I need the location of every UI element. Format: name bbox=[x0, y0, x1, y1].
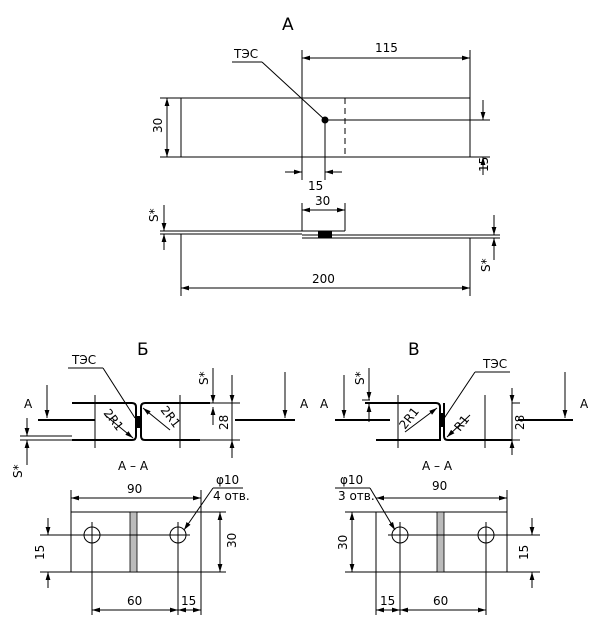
hole-count: 4 отв. bbox=[213, 489, 250, 503]
thickness-left: S* bbox=[147, 208, 161, 222]
dim-60: 60 bbox=[127, 594, 142, 608]
weld-label: ТЭС bbox=[482, 357, 507, 371]
thickness-top: S* bbox=[353, 371, 367, 385]
radius-left: 2R1 bbox=[396, 405, 422, 432]
dim-15-left: 15 bbox=[33, 545, 47, 560]
dim-28: 28 bbox=[513, 415, 527, 430]
view-b-title: Б bbox=[137, 340, 149, 360]
dim-30: 30 bbox=[225, 533, 239, 548]
plan-v: 90 30 15 15 60 φ10 3 отв. bbox=[335, 473, 540, 615]
radius-right: 2R1 bbox=[158, 403, 184, 430]
dim-90: 90 bbox=[432, 479, 447, 493]
view-v-title: В bbox=[408, 340, 420, 360]
section-mark-left: А bbox=[320, 397, 329, 411]
section-mark-left: А bbox=[24, 397, 33, 411]
hole-diameter: φ10 bbox=[216, 473, 239, 487]
dim-15-bottom: 15 bbox=[308, 179, 323, 193]
section-title: А – А bbox=[422, 459, 453, 473]
view-a: А ТЭС 115 30 15 15 bbox=[151, 15, 491, 193]
side-view: 30 200 S* S* bbox=[147, 194, 500, 296]
section-mark-right: А bbox=[580, 397, 589, 411]
dim-200: 200 bbox=[312, 272, 335, 286]
dim-15-right: 15 bbox=[517, 545, 531, 560]
weld-label: ТЭС bbox=[233, 47, 258, 61]
section-title: А – А bbox=[118, 459, 149, 473]
dim-15-right: 15 bbox=[477, 157, 491, 172]
section-mark-right: А bbox=[300, 397, 309, 411]
plan-b: 90 30 15 60 15 φ10 4 отв. bbox=[33, 473, 250, 615]
dim-30: 30 bbox=[151, 118, 165, 133]
dim-15-bottom: 15 bbox=[380, 594, 395, 608]
weld-mark bbox=[318, 231, 332, 238]
dim-30: 30 bbox=[336, 535, 350, 550]
dim-60: 60 bbox=[433, 594, 448, 608]
view-a-title: А bbox=[282, 15, 294, 35]
thickness-top: S* bbox=[197, 371, 211, 385]
dim-115: 115 bbox=[375, 41, 398, 55]
dim-90: 90 bbox=[127, 482, 142, 496]
hole-diameter: φ10 bbox=[340, 473, 363, 487]
weld-label: ТЭС bbox=[71, 353, 96, 367]
hole-count: 3 отв. bbox=[338, 489, 375, 503]
view-b: Б А А ТЭС 2R1 2R1 28 S* S* А – А bbox=[11, 340, 309, 615]
dim-15-bottom: 15 bbox=[181, 594, 196, 608]
dim-30-weld: 30 bbox=[315, 194, 330, 208]
thickness-right: S* bbox=[479, 258, 493, 272]
view-v: В А А ТЭС 2R1 R1 28 S* А – А bbox=[320, 340, 589, 615]
thickness-bottom: S* bbox=[11, 464, 25, 478]
dim-28: 28 bbox=[217, 415, 231, 430]
